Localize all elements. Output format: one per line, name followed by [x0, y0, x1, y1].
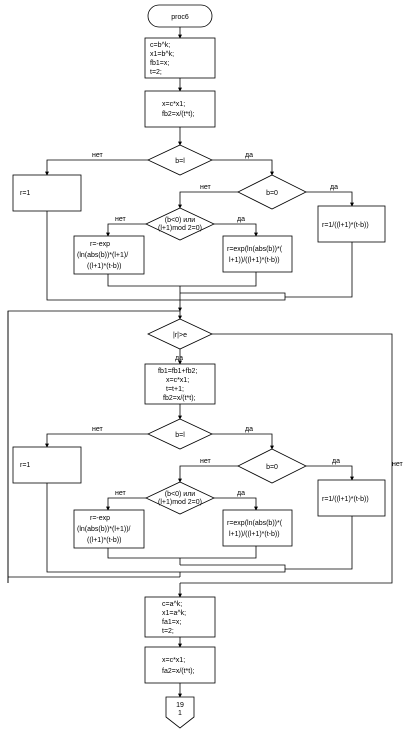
calc-block-bottom [144, 646, 216, 684]
init-block-top [144, 37, 216, 79]
start-label: proc6 [171, 14, 189, 21]
r-const-block [12, 174, 82, 212]
loop-body-line: t=t+1; [166, 386, 184, 393]
decision-b-eq-l [147, 418, 213, 450]
r-exp-line: l+1))/((l+1)*(t-b)) [229, 257, 280, 264]
init-block-bottom [144, 596, 216, 638]
loop-condition-label: |r|>e [173, 332, 187, 339]
calc-bottom-line: x=c*x1; [162, 657, 185, 664]
offpage-connector [165, 696, 195, 729]
yes-label: да [175, 355, 183, 362]
no-label: нет [115, 216, 127, 223]
init-top-line: c=b^k; [150, 42, 170, 49]
decision-label: b=0 [266, 190, 278, 197]
calc-bottom-line: fa2=x/(t*t); [162, 668, 195, 675]
r-exp-line: ((l+1)*(t-b)) [87, 537, 121, 544]
r-exp-right-block [222, 235, 293, 273]
decision-label: (l+1)mod 2=0) [158, 225, 202, 232]
decision-b-eq-l [147, 144, 213, 176]
connector-label: 19 [176, 702, 184, 709]
r-exp-line: r=-exp [90, 241, 110, 248]
yes-label: да [332, 458, 340, 465]
loop-body-line: fb1=fb1+fb2; [158, 368, 197, 375]
loop-body-block [144, 363, 216, 405]
decision-label: (b<0) или [165, 491, 195, 498]
no-label: нет [200, 184, 212, 191]
no-label: нет [392, 461, 404, 468]
decision-label: (b<0) или [165, 217, 195, 224]
decision-parity [145, 207, 215, 241]
init-bottom-line: c=a^k; [162, 601, 182, 608]
r-exp-line: ((l+1)*(t-b)) [87, 263, 121, 270]
init-top-line: x1=b^k; [150, 51, 174, 58]
r-exp-line: r=exp(ln(abs(b))*( [227, 520, 283, 527]
yes-label: да [330, 184, 338, 191]
r-exp-line: l+1))/((l+1)*(t-b)) [229, 531, 280, 538]
connector-label: 1 [178, 710, 182, 717]
init-bottom-line: x1=a^k; [162, 610, 186, 617]
r-recip-block [317, 205, 386, 243]
calc-block-top [144, 90, 216, 128]
decision-b-eq-0 [237, 448, 307, 484]
r-exp-line: r=-exp [90, 515, 110, 522]
calc-top-line: fb2=x/(t*t); [162, 111, 195, 118]
no-label: нет [200, 458, 212, 465]
init-bottom-line: t=2; [162, 628, 174, 635]
r-recip-label: r=1/((l+1)*(t-b)) [322, 222, 369, 229]
r-exp-line: (ln(abs(b))*(l+1))/ [77, 526, 131, 533]
decision-label: b=l [175, 158, 185, 165]
decision-b-eq-0 [237, 174, 307, 210]
init-bottom-line: fa1=x; [162, 619, 181, 626]
loop-body-line: fb2=x/(t*t); [163, 395, 196, 402]
r-recip-block [317, 479, 386, 517]
r-exp-right-block [222, 509, 293, 547]
decision-label: b=l [175, 432, 185, 439]
calc-top-line: x=c*x1; [162, 101, 185, 108]
yes-label: да [245, 152, 253, 159]
r-const-label: r=1 [20, 462, 30, 469]
init-top-line: fb1=x; [150, 60, 169, 67]
r-exp-left-block [73, 235, 145, 275]
no-label: нет [92, 152, 104, 159]
yes-label: да [237, 216, 245, 223]
r-const-label: r=1 [20, 190, 30, 197]
decision-label: (l+1)mod 2=0) [158, 499, 202, 506]
r-exp-left-block [73, 509, 145, 549]
yes-label: да [237, 490, 245, 497]
r-exp-line: r=exp(ln(abs(b))*( [227, 246, 283, 253]
r-exp-line: (ln(abs(b))*(l+1)/ [77, 252, 128, 259]
no-label: нет [115, 490, 127, 497]
r-const-block [12, 446, 82, 484]
init-top-line: t=2; [150, 69, 162, 76]
loop-body-line: x=c*x1; [166, 377, 189, 384]
decision-label: b=0 [266, 464, 278, 471]
decision-parity [145, 481, 215, 515]
yes-label: да [245, 426, 253, 433]
no-label: нет [92, 426, 104, 433]
r-recip-label: r=1/((l+1)*(t-b)) [322, 496, 369, 503]
